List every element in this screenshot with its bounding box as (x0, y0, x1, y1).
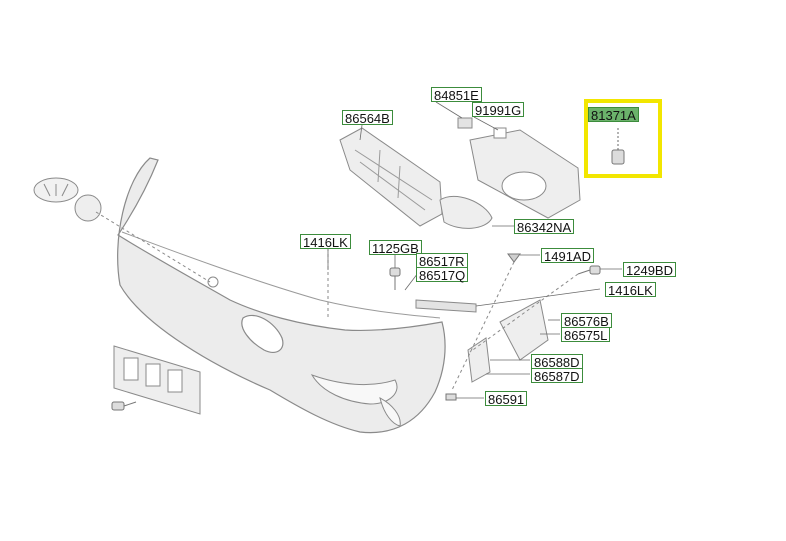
part-label-91991G[interactable]: 91991G (472, 102, 525, 118)
emblem-part (33, 177, 79, 203)
part-label-86517R[interactable]: 86517R (416, 253, 468, 269)
bumper-lower-opening (310, 374, 398, 405)
part-label-1416LK-right[interactable]: 1416LK (605, 282, 656, 298)
side-trim-part (467, 337, 491, 383)
bumper-sensor-hole (207, 276, 219, 288)
part-label-1249BD[interactable]: 1249BD (623, 262, 676, 278)
part-label-86564B[interactable]: 86564B (342, 110, 393, 126)
part-label-86587D[interactable]: 86587D (531, 368, 583, 384)
emblem-base-part (74, 194, 102, 222)
plate-screw-part (111, 401, 137, 411)
part-label-86591[interactable]: 86591 (485, 391, 528, 407)
highlight-frame (584, 99, 662, 178)
cover-part (439, 195, 493, 229)
clip-1491AD-part (507, 253, 521, 263)
part-label-84851E[interactable]: 84851E (431, 87, 482, 103)
part-label-1491AD[interactable]: 1491AD (541, 248, 594, 264)
label-sticker-part (493, 127, 507, 139)
front-bumper-fascia (117, 157, 446, 434)
bumper-grille-opening (241, 314, 284, 353)
part-label-1125GB[interactable]: 1125GB (369, 240, 422, 256)
bumper-fog-opening (379, 397, 401, 427)
part-label-86342NA[interactable]: 86342NA (514, 219, 575, 235)
garnish-strip-part (415, 299, 477, 313)
side-bracket-part (499, 299, 549, 361)
part-label-81371A[interactable]: 81371A (588, 107, 639, 123)
part-label-86517Q[interactable]: 86517Q (416, 267, 469, 283)
part-label-86575L[interactable]: 86575L (561, 327, 611, 343)
bumper-upper-edge (121, 231, 441, 319)
highlighted-sensor-part (611, 128, 625, 165)
bolt-1125GB-part (389, 267, 401, 290)
module-bracket-ring (501, 171, 547, 201)
part-label-1416LK[interactable]: 1416LK (300, 234, 351, 250)
part-label-86588D[interactable]: 86588D (531, 354, 583, 370)
sensor-connector-part (457, 117, 473, 129)
part-label-86576B[interactable]: 86576B (561, 313, 612, 329)
leader-lines (327, 101, 622, 399)
upper-bracket-ribs (354, 149, 433, 211)
screw-1249BD-part (577, 265, 601, 275)
upper-bumper-bracket-part (339, 127, 443, 227)
license-plate-bracket-part (113, 345, 201, 415)
clip-86591-part (445, 393, 457, 401)
